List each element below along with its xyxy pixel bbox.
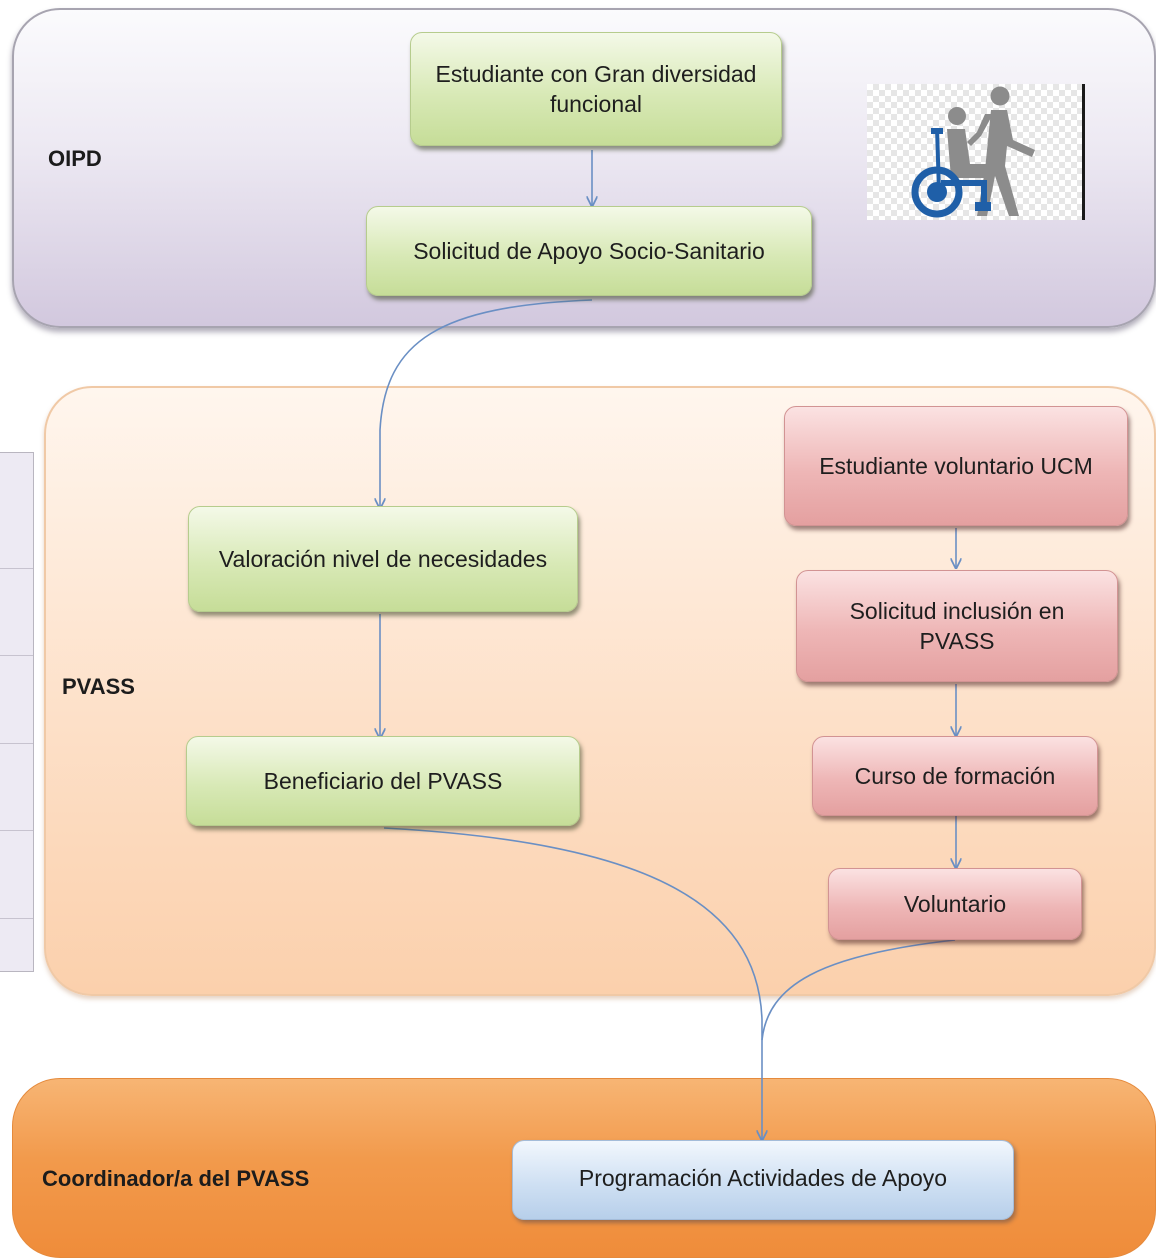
node-support-activities: Programación Actividades de Apoyo — [512, 1140, 1014, 1220]
strip-divider — [0, 830, 33, 831]
node-volunteer-student: Estudiante voluntario UCM — [784, 406, 1128, 526]
connectors — [0, 150, 1156, 1206]
strip-divider — [0, 743, 33, 744]
connector-request-to-assessment — [380, 299, 593, 508]
node-needs-assessment: Valoración nivel de necesidades — [188, 506, 578, 612]
strip-divider — [0, 568, 33, 569]
wheelchair-icon — [911, 128, 991, 218]
connector-beneficiary-to-activities — [383, 827, 762, 1140]
node-socio-sanitary-request: Solicitud de Apoyo Socio-Sanitario — [366, 206, 812, 296]
connector-volunteer-to-activities — [761, 939, 956, 1041]
strip-divider — [0, 918, 33, 919]
walking-person-icon — [967, 86, 1035, 216]
side-strip — [0, 452, 34, 972]
seated-person-icon — [947, 107, 987, 178]
lane-label-pvass: PVASS — [62, 674, 135, 699]
icon-panel — [867, 84, 1085, 220]
node-beneficiary: Beneficiario del PVASS — [186, 736, 580, 826]
wheelchair-assistance-icon — [911, 86, 1035, 218]
node-volunteer: Voluntario — [828, 868, 1082, 940]
strip-divider — [0, 655, 33, 656]
lane-label-coordinator: Coordinador/a del PVASS — [42, 1166, 310, 1191]
lane-label-oipd: OIPD — [48, 146, 102, 171]
node-inclusion-request: Solicitud inclusión en PVASS — [796, 570, 1118, 682]
node-student-diversity: Estudiante con Gran diversidad funcional — [410, 32, 782, 146]
node-training-course: Curso de formación — [812, 736, 1098, 816]
